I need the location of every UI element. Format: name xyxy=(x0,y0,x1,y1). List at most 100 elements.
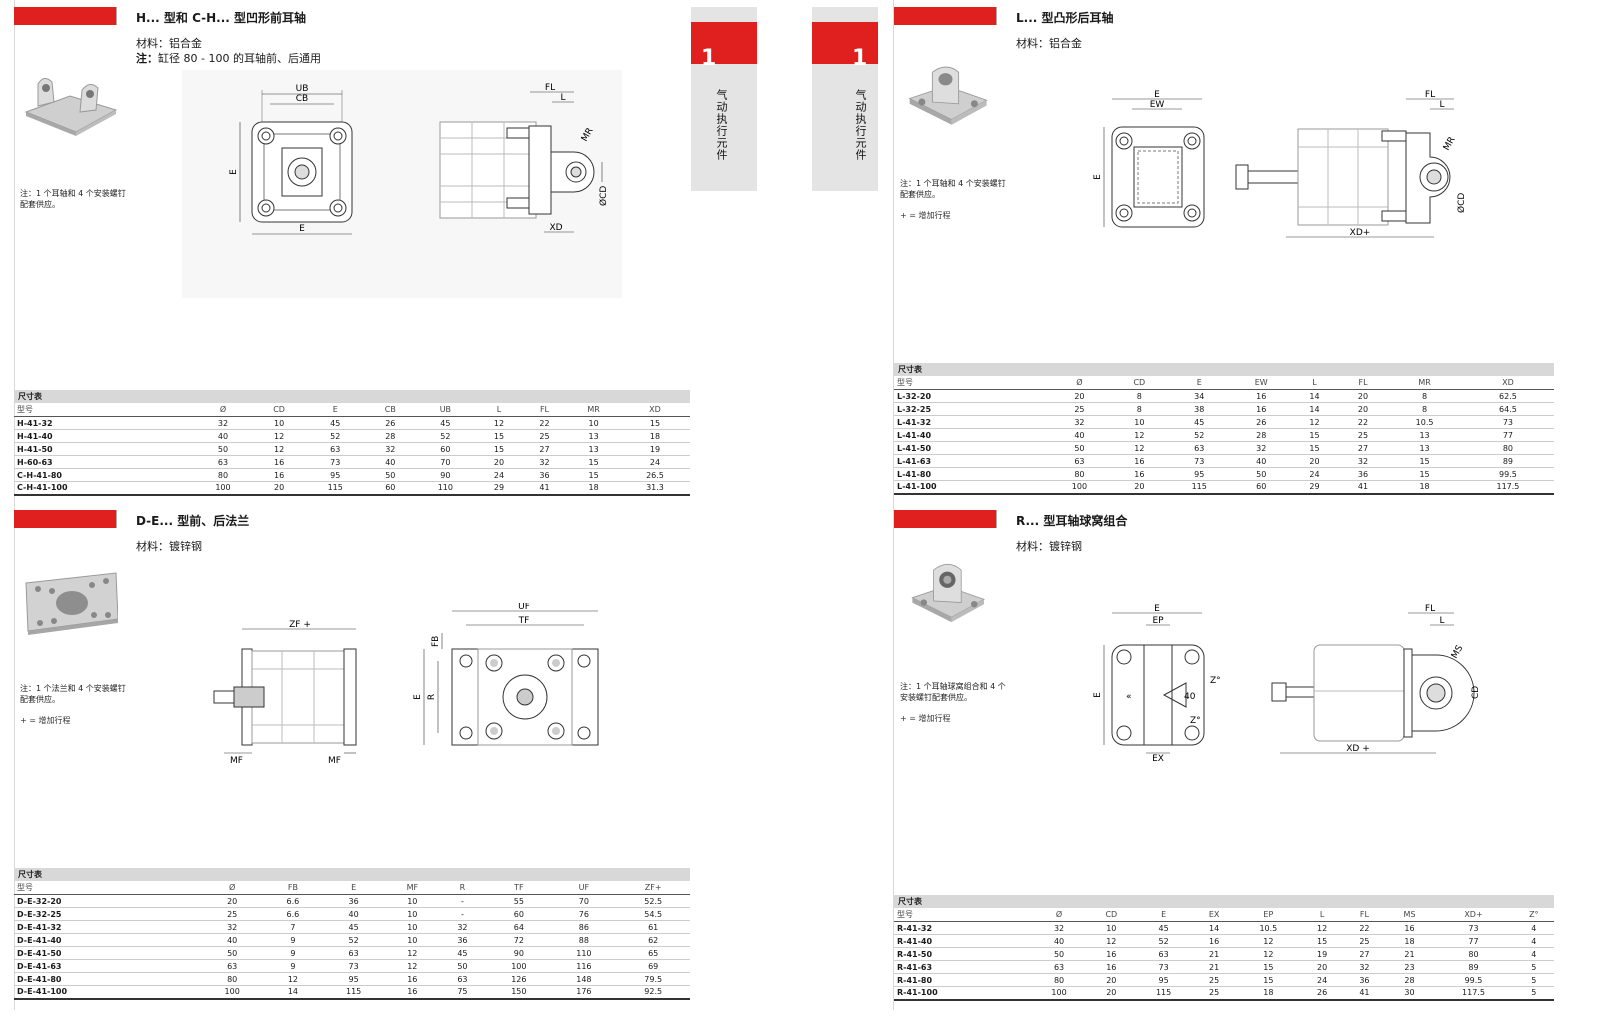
material-text: 材料：铝合金 xyxy=(1016,37,1082,50)
value-cell: 16 xyxy=(1385,921,1434,935)
value-cell: 12 xyxy=(1300,921,1344,935)
model-cell: R-41-63 xyxy=(894,960,1031,974)
section-title: R... 型耳轴球窝组合 xyxy=(1016,514,1128,528)
column-header: MF xyxy=(386,881,439,895)
value-cell: 80 xyxy=(192,468,254,482)
value-cell: 18 xyxy=(1385,934,1434,948)
column-header: L xyxy=(476,403,522,417)
value-cell: 6.6 xyxy=(264,907,322,921)
value-cell: 4 xyxy=(1513,921,1554,935)
value-cell: 73 xyxy=(321,959,387,973)
value-cell: 52 xyxy=(1166,428,1233,442)
dim-label-fl: FL xyxy=(1425,90,1435,100)
value-cell: 24 xyxy=(1290,467,1339,481)
model-cell: L-41-50 xyxy=(894,441,1047,455)
value-cell: 52 xyxy=(414,429,477,443)
value-cell: 60 xyxy=(486,907,552,921)
value-cell: 73 xyxy=(1166,454,1233,468)
value-cell: 40 xyxy=(192,429,254,443)
flange-product-image xyxy=(25,572,118,635)
value-cell: 86 xyxy=(551,920,617,934)
value-cell: 80 xyxy=(1046,467,1113,481)
value-cell: 15 xyxy=(1300,934,1344,948)
value-cell: 52.5 xyxy=(616,894,690,908)
rear-trunnion-product-image xyxy=(908,66,988,125)
value-cell: 16 xyxy=(253,468,305,482)
column-header: FL xyxy=(521,403,568,417)
value-cell: 12 xyxy=(1112,441,1167,455)
value-cell: 63 xyxy=(192,455,254,469)
value-cell: 90 xyxy=(414,468,477,482)
side-note-plus: + = 增加行程 xyxy=(900,714,951,723)
model-cell: R-41-80 xyxy=(894,973,1031,987)
value-cell: 88 xyxy=(551,933,617,947)
dim-label-cd: ØCD xyxy=(598,186,609,206)
value-cell: 18 xyxy=(567,481,620,496)
value-cell: 12 xyxy=(1290,415,1339,429)
table-caption: 尺寸表 xyxy=(14,390,690,403)
value-cell: 100 xyxy=(1030,986,1088,1001)
column-header: MR xyxy=(567,403,620,417)
value-cell: 9 xyxy=(264,933,322,947)
dim-label-40: 40 xyxy=(1184,692,1196,702)
value-cell: 15 xyxy=(619,416,690,430)
dim-label-fl: FL xyxy=(1425,604,1435,614)
value-cell: 25 xyxy=(1338,428,1388,442)
header-rule xyxy=(996,7,997,25)
column-header: EX xyxy=(1192,908,1236,922)
trunnion-technical-drawing: UB CB E E FL L MR ØCD xyxy=(182,70,622,298)
dim-label-uf: UF xyxy=(518,603,530,612)
value-cell: 65 xyxy=(616,946,690,960)
value-cell: 22 xyxy=(1338,415,1388,429)
dim-label-e-top: E xyxy=(1154,604,1160,614)
value-cell: 89 xyxy=(1433,960,1514,974)
material-text: 材料：镀锌钢 xyxy=(136,540,202,553)
value-cell: 18 xyxy=(1387,480,1462,495)
section-title: H... 型和 C-H... 型凹形前耳轴 xyxy=(136,11,307,25)
value-cell: 8 xyxy=(1112,402,1167,416)
column-header: E xyxy=(1134,908,1193,922)
model-cell: R-41-32 xyxy=(894,921,1031,935)
section-title: L... 型凸形后耳轴 xyxy=(1016,11,1114,25)
value-cell: 15 xyxy=(1290,441,1339,455)
model-cell: D-E-41-63 xyxy=(14,959,200,973)
dim-label-l: L xyxy=(1439,100,1444,110)
model-cell: L-41-32 xyxy=(894,415,1047,429)
value-cell: 29 xyxy=(476,481,522,496)
value-cell: 13 xyxy=(567,429,620,443)
value-cell: 25 xyxy=(1343,934,1386,948)
value-cell: 24 xyxy=(619,455,690,469)
value-cell: 95 xyxy=(304,468,367,482)
value-cell: 32 xyxy=(366,442,415,456)
value-cell: 36 xyxy=(321,894,387,908)
model-cell: R-41-50 xyxy=(894,947,1031,961)
value-cell: 110 xyxy=(551,946,617,960)
value-cell: 20 xyxy=(253,481,305,496)
value-cell: 26.5 xyxy=(619,468,690,482)
value-cell: 50 xyxy=(199,946,265,960)
side-note: 注：1 个耳轴和 4 个安装螺钉配套供应。 xyxy=(900,179,1006,199)
value-cell: 100 xyxy=(1046,480,1113,495)
value-cell: 10 xyxy=(386,933,439,947)
value-cell: 10 xyxy=(1112,415,1167,429)
value-cell: 16 xyxy=(253,455,305,469)
column-header: Ø xyxy=(1030,908,1088,922)
value-cell: 25 xyxy=(521,429,568,443)
value-cell: 52 xyxy=(304,429,367,443)
value-cell: 21 xyxy=(1192,947,1236,961)
value-cell: 12 xyxy=(476,416,522,430)
value-cell: 12 xyxy=(1235,947,1301,961)
value-cell: 50 xyxy=(1030,947,1088,961)
value-cell: 15 xyxy=(476,429,522,443)
value-cell: 115 xyxy=(321,985,387,1000)
value-cell: 15 xyxy=(1290,428,1339,442)
ball-trunnion-product-image xyxy=(911,563,985,623)
